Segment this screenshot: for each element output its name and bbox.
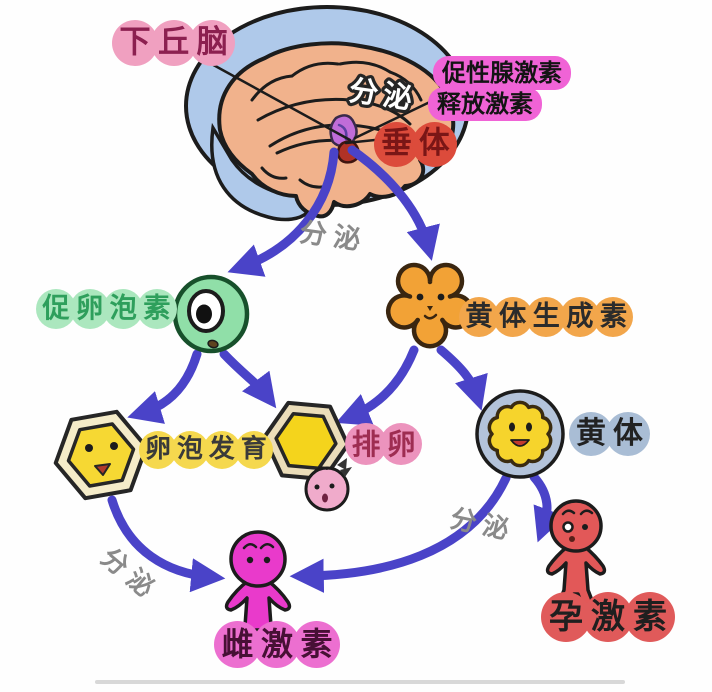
luteum-mouth — [510, 439, 530, 447]
lh-eye-right — [437, 293, 445, 301]
estrogen-eye-left — [246, 556, 254, 564]
egg-character — [304, 458, 352, 512]
fsh-label: 促卵泡素 — [36, 289, 177, 329]
arrow-fsh-to-follicle — [127, 349, 202, 424]
lh-label: 黄体生成素 — [459, 297, 634, 337]
progesterone-eye-right — [582, 524, 588, 530]
luteum-eye-left — [509, 422, 515, 432]
ovulation-hexagon — [262, 400, 350, 482]
egg-mouth — [322, 493, 328, 503]
fsh-pupil — [196, 304, 212, 324]
follicle-hexagon — [53, 409, 149, 501]
hypothalamus-pointer-line — [206, 60, 352, 142]
brain-illustration — [184, 5, 470, 222]
egg-eye-right — [329, 483, 335, 489]
follicle-development-label: 卵泡发育 — [139, 431, 273, 469]
egg-eye-left — [314, 484, 320, 490]
lh-flower-character — [386, 262, 474, 349]
gnrh-label-line2: 释放激素 — [428, 87, 542, 121]
hypothalamus-label: 下丘脑 — [112, 20, 236, 66]
fsh-mouth — [207, 339, 219, 349]
ovulation-label: 排卵 — [345, 423, 423, 465]
estrogen-figure — [224, 530, 292, 653]
arrow-pituitary-to-lh — [347, 145, 440, 261]
arrow-lh-to-ovulation — [335, 345, 419, 426]
follicle-eye-left — [85, 444, 93, 452]
progesterone-eyebrows — [561, 509, 594, 516]
fsh-character — [172, 274, 250, 354]
lh-nose — [427, 306, 433, 311]
corpus-luteum-character — [475, 389, 565, 479]
gnrh-pointer-line — [353, 98, 436, 140]
progesterone-eye-left — [562, 521, 574, 533]
corpus-luteum-label: 黄体 — [569, 412, 650, 456]
estrogen-label: 雌激素 — [214, 621, 340, 668]
arrow-fsh-to-ovulation — [219, 349, 277, 409]
progesterone-mouth — [569, 536, 575, 542]
bottom-divider — [95, 680, 625, 684]
luteum-eye-right — [526, 422, 532, 432]
egg-bow — [337, 458, 352, 477]
arrow-follicle-to-estrogen — [107, 495, 226, 593]
skull-lower-shape — [210, 122, 310, 222]
arrow-lh-to-luteum — [436, 345, 488, 411]
lh-mouth — [423, 313, 438, 320]
gnrh-label-line1: 促性腺激素 — [433, 56, 571, 90]
lh-eye-left — [416, 293, 424, 301]
follicle-eye-right — [110, 442, 118, 450]
pituitary-label: 垂体 — [374, 122, 457, 167]
follicle-mouth — [94, 463, 111, 476]
arrow-luteum-to-progesterone — [529, 472, 566, 543]
egg-hair-curl — [314, 466, 328, 472]
flow-arrows — [107, 145, 566, 593]
arrow-pituitary-to-fsh — [227, 147, 339, 277]
estrogen-eyebrows — [242, 543, 275, 550]
arrow-luteum-to-estrogen — [289, 473, 511, 593]
progesterone-label: 孕激素 — [541, 592, 675, 642]
estrogen-eye-right — [263, 556, 271, 564]
